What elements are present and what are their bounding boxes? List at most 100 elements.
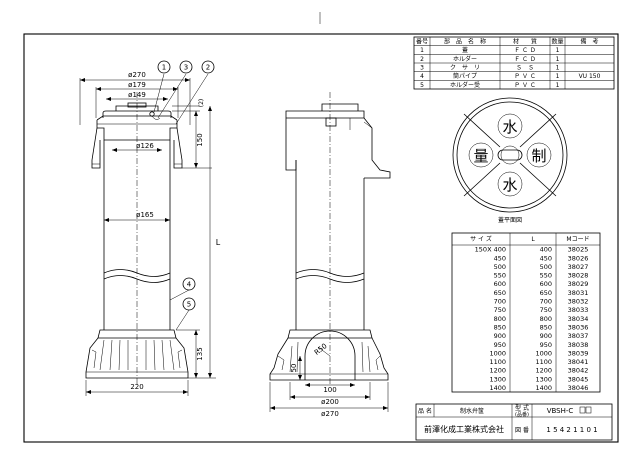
mcode-cell: 38041 (568, 358, 589, 366)
title-model-value: VBSH-C (547, 407, 574, 415)
mcode-cell: 38039 (568, 349, 589, 357)
dim-d179: ø179 (128, 81, 146, 89)
balloon-3-label: 3 (184, 64, 188, 72)
mcode-cell: 38026 (568, 254, 589, 262)
length-cell: 400 (540, 246, 552, 254)
length-cell: 900 (540, 332, 552, 340)
parts-header-name: 部 品 名 称 (444, 38, 486, 46)
side-dimensions (269, 346, 389, 412)
size-cell: 1300 (489, 375, 506, 383)
mcode-cell: 38031 (568, 289, 589, 297)
size-cell: 1000 (489, 349, 506, 357)
length-cell: 600 (540, 280, 552, 288)
size-cell: 1400 (489, 384, 506, 392)
balloon-4 (182, 277, 196, 291)
size-cell: 1100 (489, 358, 506, 366)
part-no: 1 (420, 47, 424, 54)
side-view (269, 92, 391, 384)
part-remarks: VU 150 (579, 73, 601, 80)
balloon-3 (179, 60, 193, 74)
part-material: Ｐ Ｖ Ｃ (514, 73, 536, 80)
length-cell: 500 (540, 263, 552, 271)
dim-135: 135 (196, 347, 204, 360)
dim-d270-bottom: ø270 (321, 410, 339, 418)
title-model-label: 型 式 (515, 404, 529, 412)
title-name-value: 制水弁筺 (460, 407, 484, 415)
size-cell: 800 (494, 315, 506, 323)
title-model-sub: (品番) (515, 411, 529, 418)
dim-150: 150 (196, 133, 204, 146)
mcode-cell: 38038 (568, 341, 589, 349)
size-header-mcode: Mコード (566, 236, 589, 243)
part-name: 蓋 (462, 46, 468, 54)
size-cell: 500 (494, 263, 506, 271)
part-qty: 1 (556, 82, 560, 89)
length-cell: 950 (540, 341, 552, 349)
part-no: 5 (420, 82, 424, 89)
part-qty: 1 (556, 47, 560, 54)
length-cell: 850 (540, 323, 552, 331)
length-cell: 1000 (535, 349, 552, 357)
dim-100: 100 (323, 386, 336, 394)
dim-d126: ø126 (136, 142, 154, 150)
mcode-cell: 38032 (568, 298, 589, 306)
part-name: ホルダー受 (450, 81, 480, 89)
size-cell: 750 (494, 306, 506, 314)
lid-plan-caption: 蓋平面図 (498, 216, 522, 224)
mcode-cell: 38036 (568, 323, 589, 331)
dim-220: 220 (130, 383, 143, 391)
size-cell: 900 (494, 332, 506, 340)
length-cell: 700 (540, 298, 552, 306)
part-qty: 1 (556, 73, 560, 80)
size-cell: 700 (494, 298, 506, 306)
mcode-cell: 38027 (568, 263, 589, 271)
balloon-1-label: 1 (162, 64, 166, 72)
mcode-cell: 38028 (568, 272, 589, 280)
part-material: Ｆ Ｃ Ｄ (514, 47, 536, 54)
size-cell: 950 (494, 341, 506, 349)
balloon-2 (201, 60, 215, 74)
length-cell: 1300 (535, 375, 552, 383)
title-drawing-no-label: 図 番 (515, 427, 529, 434)
balloon-5-label: 5 (187, 301, 191, 309)
part-no: 3 (420, 65, 424, 72)
part-name: ホルダー (453, 55, 477, 63)
part-material: Ｆ Ｃ Ｄ (514, 56, 536, 63)
part-material: Ｓ Ｓ (516, 65, 534, 72)
drawing-frame (23, 33, 619, 443)
size-cell: 1200 (489, 367, 506, 375)
lid-char-left: 量 (473, 147, 488, 165)
title-drawing-no: 1 5 4 2 1 1 0 1 (546, 426, 597, 434)
size-cell: 150X 400 (475, 246, 506, 254)
part-name: 筒パイプ (453, 72, 477, 80)
length-cell: 550 (540, 272, 552, 280)
title-name-label: 品 名 (418, 407, 432, 415)
mcode-cell: 38046 (568, 384, 589, 392)
part-qty: 1 (556, 65, 560, 72)
parts-table (413, 36, 615, 90)
size-cell: 650 (494, 289, 506, 297)
dim-d270-top: ø270 (128, 71, 146, 79)
length-cell: 800 (540, 315, 552, 323)
front-view (85, 92, 189, 384)
size-cell: 550 (494, 272, 506, 280)
parts-header-remarks: 備 考 (580, 38, 598, 46)
mcode-cell: 38029 (568, 280, 589, 288)
size-header-size: サ イ ズ (470, 235, 492, 243)
size-header-length: L (531, 236, 535, 243)
dim-r50: R50 (313, 342, 329, 357)
lid-plan (452, 97, 568, 213)
part-no: 2 (420, 56, 424, 63)
dim-50: 50 (290, 364, 298, 373)
balloon-1 (157, 60, 171, 74)
mcode-cell: 38037 (568, 332, 589, 340)
balloon-4-label: 4 (187, 281, 192, 289)
length-cell: 1200 (535, 367, 552, 375)
parts-header-no: 番号 (416, 39, 428, 46)
mcode-cell: 38034 (568, 315, 589, 323)
lid-char-bottom: 水 (502, 176, 517, 194)
mcode-cell: 38033 (568, 306, 589, 314)
